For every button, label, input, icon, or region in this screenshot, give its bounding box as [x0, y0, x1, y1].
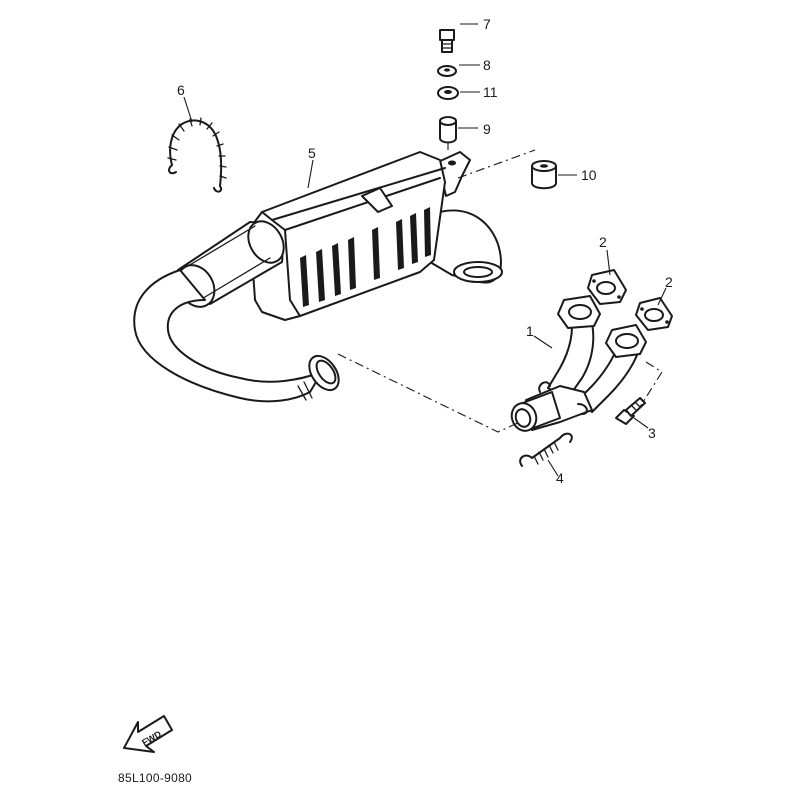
- assembly-lines: [337, 142, 663, 433]
- callout-8: 8: [483, 57, 491, 73]
- callout-labels: 7 8 11 9 10 5 6 2 2 1 3 4: [177, 16, 673, 486]
- diagram-code: 85L100-9080: [118, 771, 192, 785]
- callout-11: 11: [483, 84, 498, 100]
- callout-2b: 2: [665, 274, 673, 290]
- part-2-gasket-b: [635, 297, 673, 331]
- part-7-bolt: [439, 29, 455, 53]
- callout-3: 3: [648, 425, 656, 441]
- part-10-damper: [531, 160, 557, 190]
- callout-4: 4: [556, 470, 564, 486]
- leader-lines: [183, 23, 667, 477]
- callout-1: 1: [526, 323, 534, 339]
- part-3-bolt: [615, 397, 646, 425]
- part-9-collar: [439, 116, 457, 144]
- part-6-spring: [167, 117, 227, 193]
- part-4-spring: [519, 432, 573, 467]
- callout-9: 9: [483, 121, 491, 137]
- callout-5: 5: [308, 145, 316, 161]
- forward-arrow-icon: FWD: [123, 715, 173, 753]
- part-5-muffler: [249, 151, 503, 321]
- part-8-washer: [437, 65, 457, 77]
- callout-7: 7: [483, 16, 491, 32]
- muffler-inlet-pipe: [133, 220, 340, 403]
- callout-10: 10: [581, 167, 597, 183]
- part-11-damper: [437, 86, 459, 100]
- callout-6: 6: [177, 82, 185, 98]
- part-2-gasket-a: [587, 269, 627, 305]
- part-1-exhaust-pipe: [510, 295, 647, 432]
- callout-2a: 2: [599, 234, 607, 250]
